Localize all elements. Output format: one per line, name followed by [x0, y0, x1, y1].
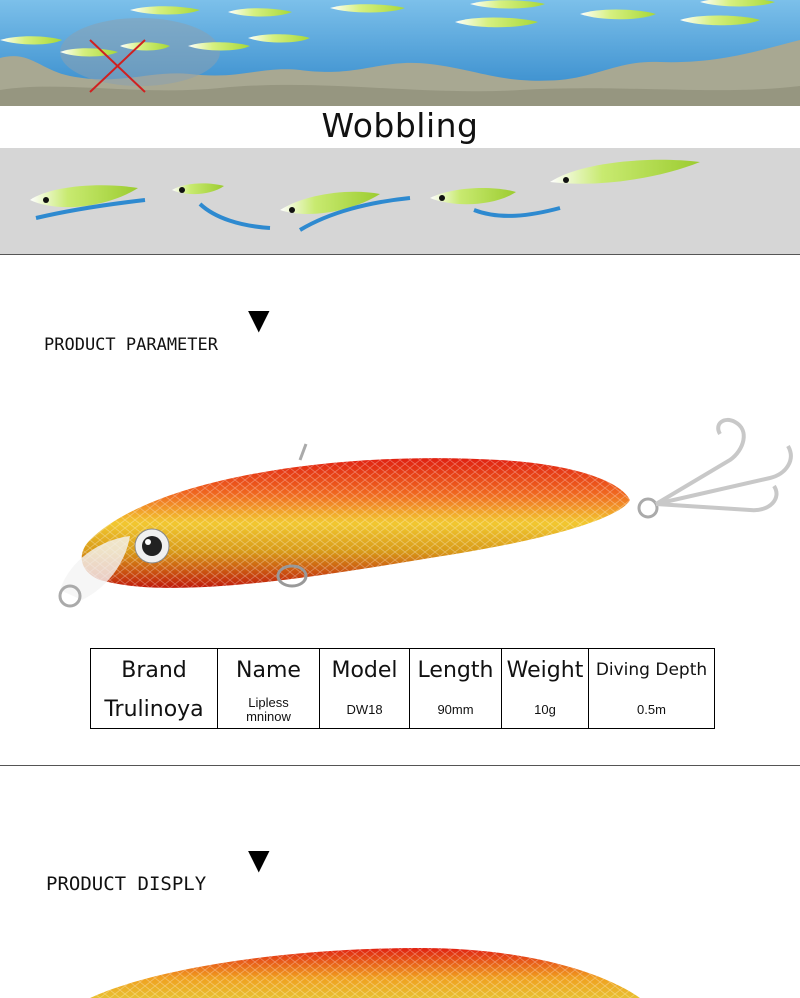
spec-table: Brand Name Model Length Weight Diving De… [90, 648, 715, 729]
lure-display-image [0, 930, 800, 998]
diving-depth-value: 0.5m [588, 691, 715, 729]
wobbling-svg [30, 159, 700, 232]
product-display-label: PRODUCT DISPLY [46, 873, 207, 895]
diving-depth-header: Diving Depth [588, 648, 715, 691]
school-of-fish-illustration [0, 0, 800, 106]
display-arrow-icon: ▼ [248, 843, 270, 876]
cross-icon [89, 39, 146, 93]
lure-eye [142, 536, 162, 556]
section-divider-bottom [0, 765, 800, 766]
treble-hook [654, 417, 793, 513]
lure-wobble-4 [430, 188, 561, 218]
lure-display-svg [90, 948, 640, 998]
brand-header: Brand [90, 648, 218, 691]
wobbling-title: Wobbling [321, 106, 479, 145]
parameter-arrow-icon: ▼ [248, 303, 270, 336]
spec-value-row: Trulinoya Lipless mninow DW18 90mm 10g 0… [90, 691, 715, 729]
lure-wobble-5 [550, 159, 700, 184]
weight-value: 10g [501, 691, 589, 729]
lure-wobble-2 [172, 183, 271, 230]
name-value: Lipless mninow [217, 691, 320, 729]
name-header: Name [217, 648, 320, 691]
model-value: DW18 [319, 691, 410, 729]
wobbling-illustration [0, 148, 800, 254]
lure-svg [58, 417, 793, 608]
fish-group [0, 0, 775, 57]
lure-wobble-3 [280, 191, 411, 232]
length-header: Length [409, 648, 502, 691]
shadow-area [60, 18, 220, 86]
lure-wobble-1 [30, 185, 146, 220]
length-value: 90mm [409, 691, 502, 729]
lure-product-image [30, 400, 800, 630]
product-parameter-label: PRODUCT PARAMETER [44, 335, 218, 355]
spec-header-row: Brand Name Model Length Weight Diving De… [90, 648, 715, 691]
brand-value: Trulinoya [90, 691, 218, 729]
section-divider-top [0, 254, 800, 255]
weight-header: Weight [501, 648, 589, 691]
model-header: Model [319, 648, 410, 691]
school-of-fish-svg [0, 0, 800, 106]
